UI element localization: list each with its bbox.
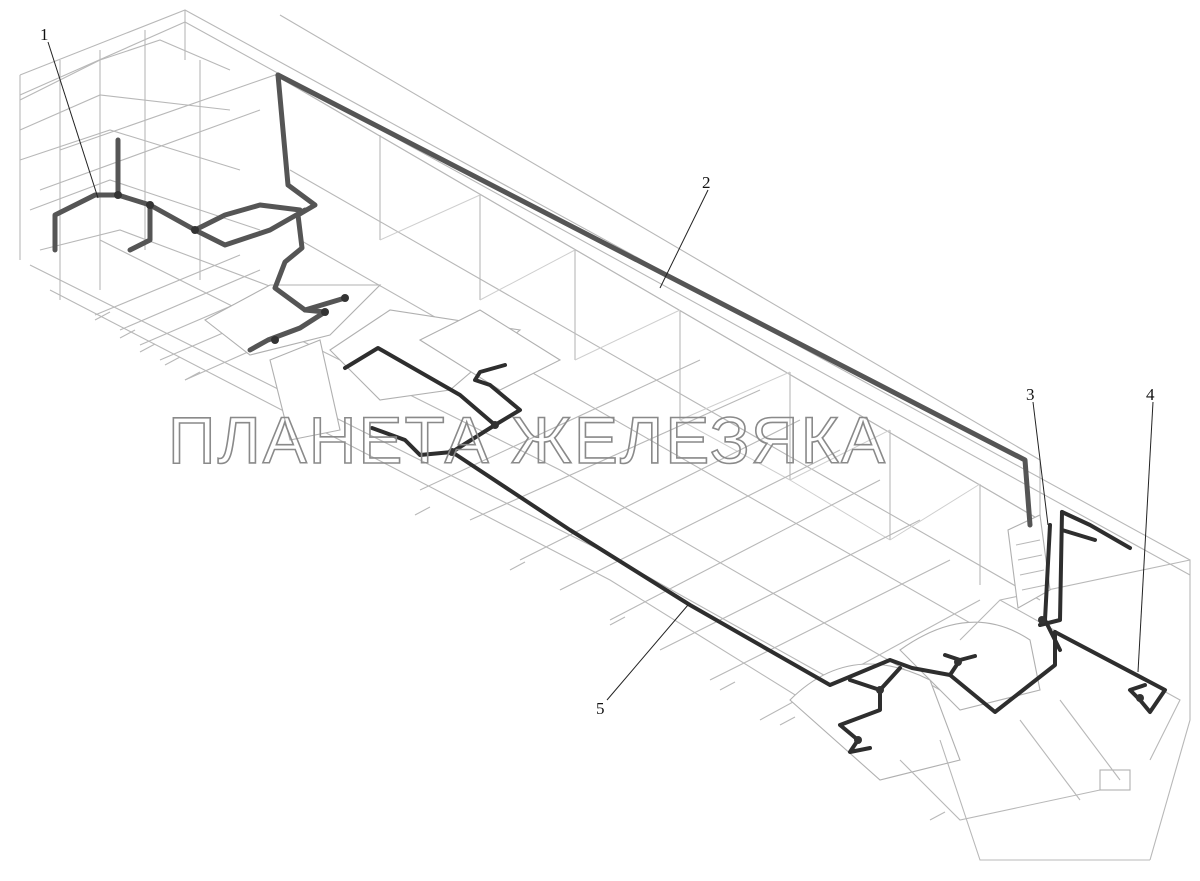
harness-4-engine [1053, 630, 1167, 714]
callout-leaders [47, 41, 1154, 701]
callout-2: 2 [702, 173, 711, 192]
callout-3: 3 [1026, 385, 1035, 404]
harness-3-panel [1038, 510, 1132, 652]
callout-5: 5 [596, 699, 605, 718]
harness-2-roof [247, 72, 1033, 528]
callout-1: 1 [40, 25, 49, 44]
callout-4: 4 [1146, 385, 1155, 404]
watermark-text: ПЛАНЕТА ЖЕЛЕЗЯКА [168, 403, 887, 477]
harness-5-floor [343, 346, 1057, 754]
bus-body-frame [19, 9, 1191, 861]
harness-1-front [52, 137, 308, 253]
